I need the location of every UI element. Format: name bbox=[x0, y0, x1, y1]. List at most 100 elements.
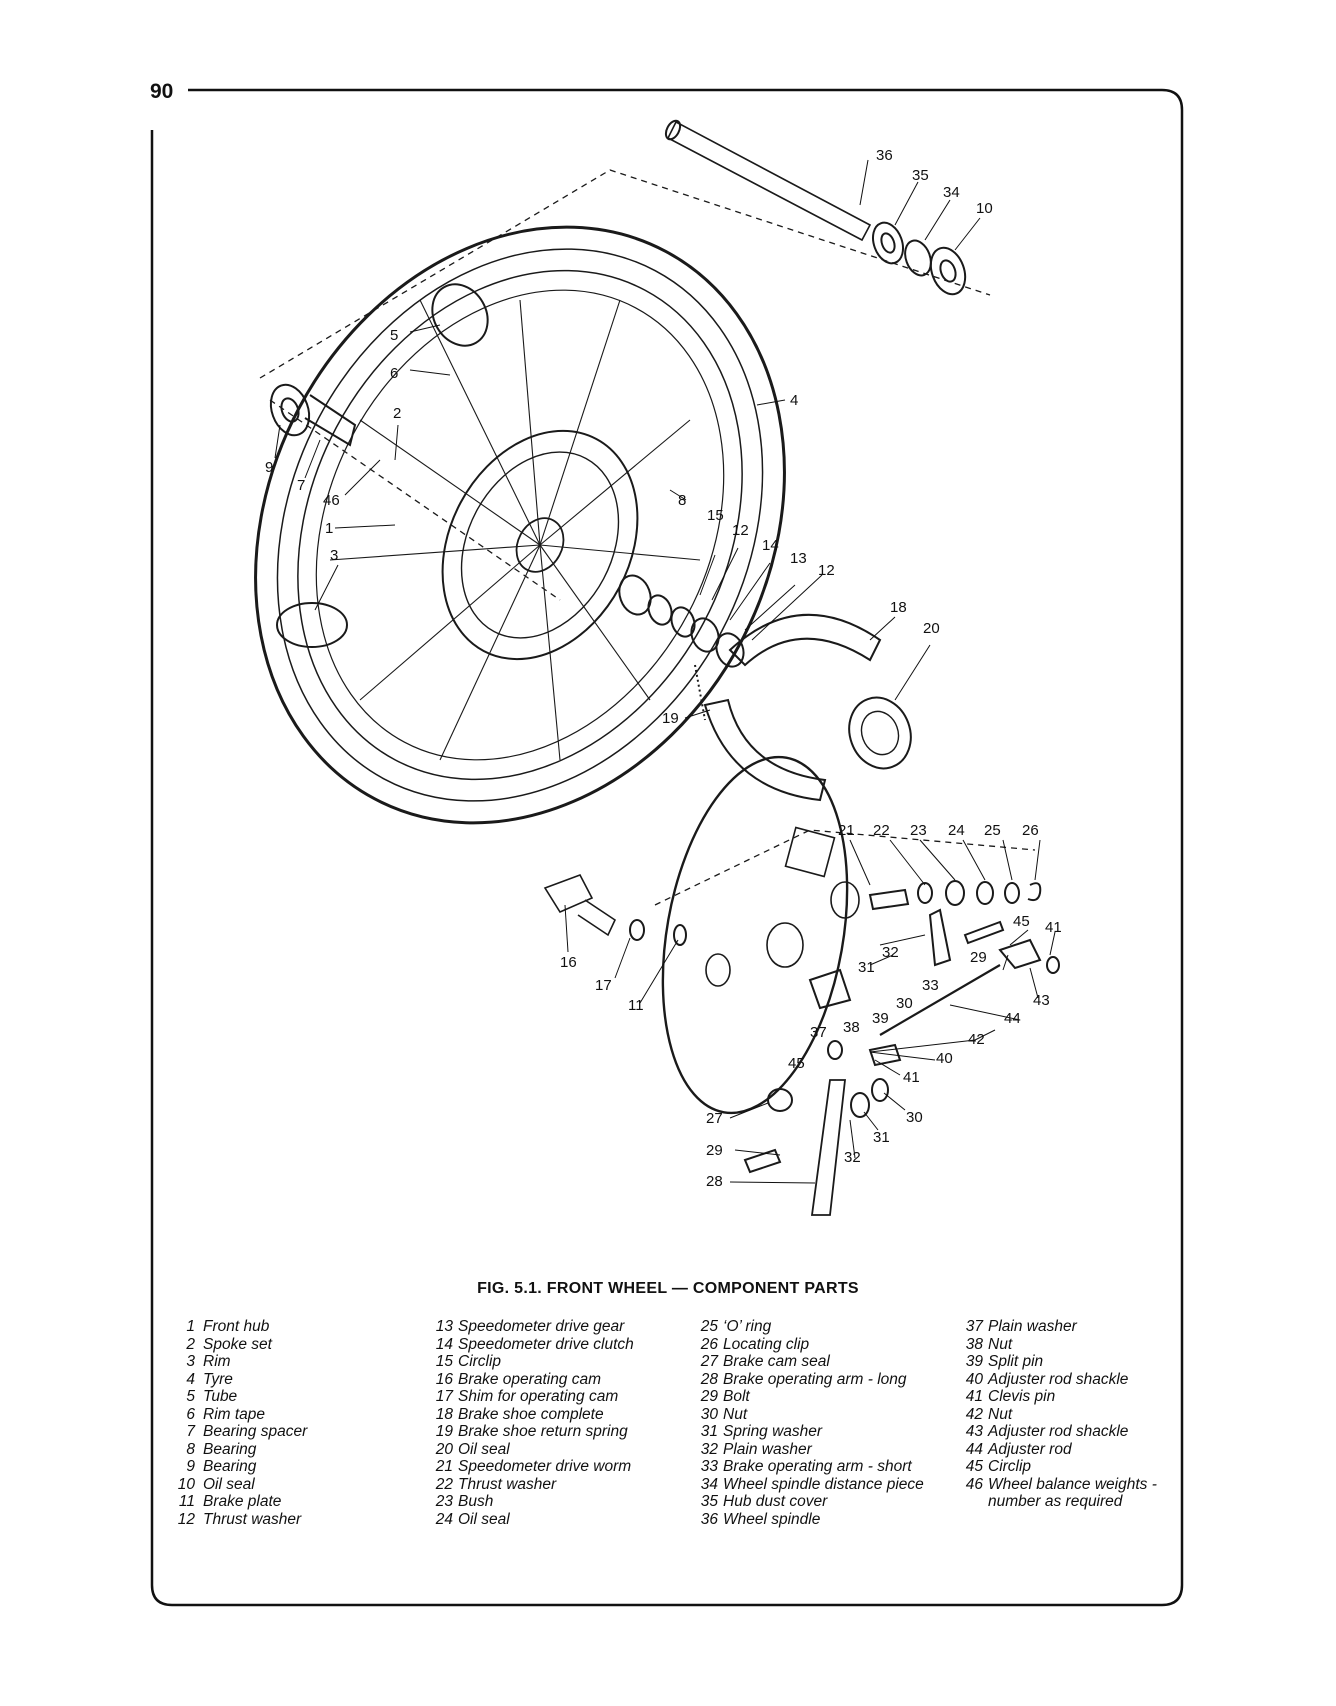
callout: 6 bbox=[390, 365, 398, 382]
callout: 9 bbox=[265, 459, 273, 476]
callout: 21 bbox=[838, 822, 855, 839]
callout: 27 bbox=[706, 1110, 723, 1127]
callout: 23 bbox=[910, 822, 927, 839]
callout: 15 bbox=[707, 507, 724, 524]
callout: 2 bbox=[393, 405, 401, 422]
page-number: 90 bbox=[150, 80, 174, 103]
callout: 31 bbox=[873, 1129, 890, 1146]
callout: 46 bbox=[323, 492, 340, 509]
callout: 32 bbox=[882, 944, 899, 961]
callout: 12 bbox=[818, 562, 835, 579]
callout: 10 bbox=[976, 200, 993, 217]
callout: 45 bbox=[1013, 913, 1030, 930]
callout: 20 bbox=[923, 620, 940, 637]
callout: 33 bbox=[922, 977, 939, 994]
callout: 18 bbox=[890, 599, 907, 616]
callout: 25 bbox=[984, 822, 1001, 839]
callout: 34 bbox=[943, 184, 960, 201]
callout: 44 bbox=[1004, 1010, 1021, 1027]
callout: 12 bbox=[732, 522, 749, 539]
callout: 7 bbox=[297, 477, 305, 494]
callout: 36 bbox=[876, 147, 893, 164]
callout: 45 bbox=[788, 1055, 805, 1072]
callout: 30 bbox=[896, 995, 913, 1012]
callout: 19 bbox=[662, 710, 679, 727]
callout: 17 bbox=[595, 977, 612, 994]
callout: 38 bbox=[843, 1019, 860, 1036]
callout: 42 bbox=[968, 1031, 985, 1048]
callout: 1 bbox=[325, 520, 333, 537]
figure-caption: FIG. 5.1. FRONT WHEEL — COMPONENT PARTS bbox=[477, 1280, 859, 1297]
legend-item: 25‘O’ ring bbox=[700, 1318, 772, 1335]
callout: 29 bbox=[970, 949, 987, 966]
callout: 32 bbox=[844, 1149, 861, 1166]
callout: 41 bbox=[903, 1069, 920, 1086]
callout: 22 bbox=[873, 822, 890, 839]
callout: 24 bbox=[948, 822, 965, 839]
callout: 4 bbox=[790, 392, 798, 409]
callout: 43 bbox=[1033, 992, 1050, 1009]
callout: 28 bbox=[706, 1173, 723, 1190]
callout: 35 bbox=[912, 167, 929, 184]
callout: 30 bbox=[906, 1109, 923, 1126]
callout: 39 bbox=[872, 1010, 889, 1027]
callout: 29 bbox=[706, 1142, 723, 1159]
callout: 41 bbox=[1045, 919, 1062, 936]
callout: 11 bbox=[628, 997, 644, 1014]
callout: 3 bbox=[330, 547, 338, 564]
callout: 14 bbox=[762, 537, 779, 554]
callout: 31 bbox=[858, 959, 875, 976]
callout: 40 bbox=[936, 1050, 953, 1067]
callout: 16 bbox=[560, 954, 577, 971]
legend-item: number as required bbox=[988, 1493, 1123, 1510]
